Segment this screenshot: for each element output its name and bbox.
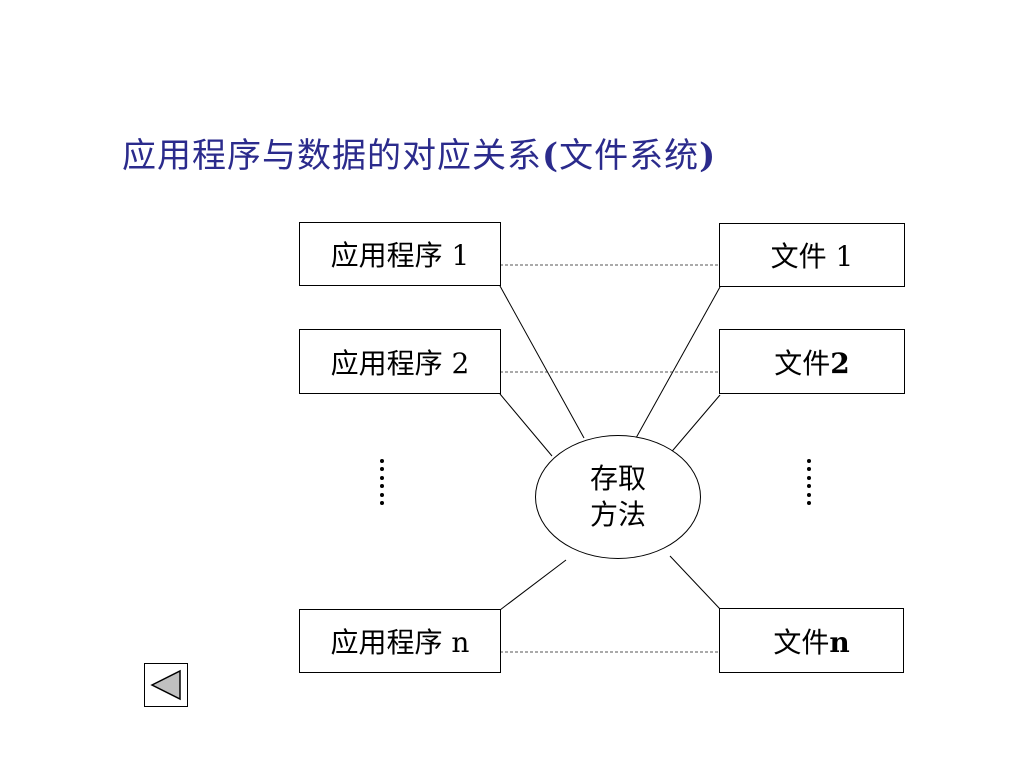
access-method-line1: 存取 [589, 462, 646, 495]
title-main: 应用程序与数据的对应关系 [122, 136, 542, 176]
file-label-1: 文件 1 [770, 240, 854, 273]
app-box-1: 应用程序 1 [299, 222, 501, 286]
slide-title: 应用程序与数据的对应关系(文件系统) [122, 128, 716, 177]
app-ellipsis [378, 459, 386, 505]
app-label-n: 应用程序 n [330, 626, 470, 659]
access-method-line2: 方法 [589, 498, 646, 531]
title-close-paren: ) [699, 136, 717, 176]
back-button[interactable] [144, 663, 188, 707]
file-box-2: 文件2 [719, 329, 905, 394]
file-label-2: 文件2 [774, 346, 850, 380]
app-box-2: 应用程序 2 [299, 329, 501, 394]
file-ellipsis [805, 459, 813, 505]
file-box-n: 文件n [719, 608, 904, 673]
access-method-ellipse: 存取 方法 [535, 435, 701, 559]
link-app2-access [499, 393, 553, 457]
link-app1-access [499, 285, 585, 439]
app-label-1: 应用程序 1 [330, 239, 470, 272]
app-box-n: 应用程序 n [299, 609, 501, 673]
link-appn-access [499, 559, 567, 611]
app-label-2: 应用程序 2 [330, 346, 470, 380]
title-sub: 文件系统 [559, 136, 700, 176]
file-label-n: 文件n [773, 625, 850, 659]
link-file1-access [635, 286, 721, 439]
title-open-paren: ( [542, 136, 560, 176]
link-filen-access [669, 555, 721, 610]
triangle-left-shape [150, 669, 181, 701]
link-file2-access [667, 394, 721, 457]
file-box-1: 文件 1 [719, 223, 905, 287]
triangle-left-icon [150, 669, 181, 701]
